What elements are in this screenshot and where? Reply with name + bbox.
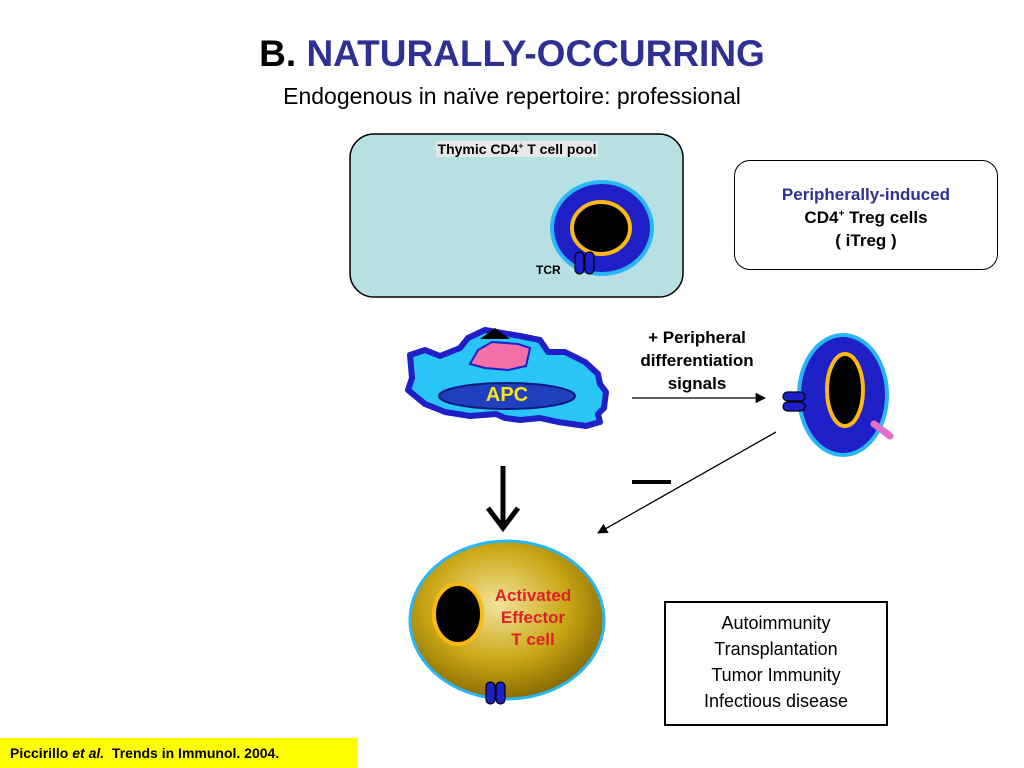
effector-tcr-icon <box>485 681 506 705</box>
activation-down-arrow <box>486 466 520 533</box>
thymic-t-cell <box>550 180 654 276</box>
page-subtitle: Endogenous in naïve repertoire: professi… <box>283 83 741 109</box>
outcome-item: Infectious disease <box>703 691 849 711</box>
thymic-pool-label: Thymic CD4+ T cell pool <box>435 140 599 157</box>
itreg-box: Peripherally-induced CD4+ Treg cells ( i… <box>734 160 998 270</box>
effector-t-cell <box>408 539 606 701</box>
treg-cell <box>797 333 894 457</box>
peripheral-signals-label: + Peripheral differentiation signals <box>640 328 754 393</box>
effector-label: Activated Effector T cell <box>494 586 572 649</box>
apc-label: APC <box>485 384 529 406</box>
tcr-label: TCR <box>536 263 561 277</box>
outcome-item: Tumor Immunity <box>711 665 841 685</box>
treg-tcr-icon <box>782 391 806 412</box>
citation: Piccirillo et al. Trends in Immunol. 200… <box>0 738 358 768</box>
tcr-receptor-icon <box>574 251 595 275</box>
apc-cell <box>405 327 609 429</box>
treg-suppression-arrow <box>597 431 777 534</box>
outcomes-box: Autoimmunity Transplantation Tumor Immun… <box>664 601 888 726</box>
outcome-item: Autoimmunity <box>721 613 831 633</box>
outcome-item: Transplantation <box>714 639 838 659</box>
page-title: B. NATURALLY-OCCURRING <box>259 33 765 74</box>
